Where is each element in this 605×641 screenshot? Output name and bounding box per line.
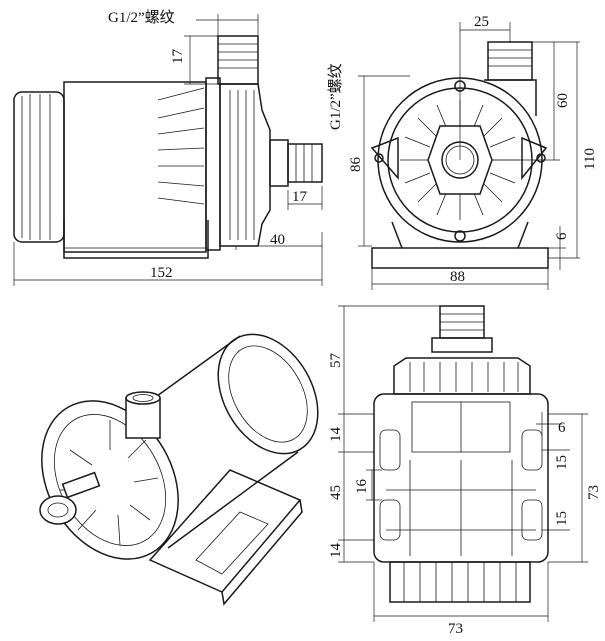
label-17-outlet: 17 (292, 189, 308, 205)
label-73-right: 73 (586, 485, 602, 500)
label-15-bottom: 15 (554, 511, 570, 526)
label-14-top: 14 (328, 427, 344, 443)
label-110: 110 (582, 148, 598, 170)
label-86: 86 (348, 157, 364, 173)
label-88: 88 (450, 269, 465, 285)
label-57: 57 (328, 353, 344, 369)
label-152: 152 (150, 265, 173, 281)
label-73-bottom: 73 (448, 621, 463, 637)
label-60: 60 (555, 93, 571, 108)
label-17-top: 17 (170, 49, 186, 65)
label-6-bottom: 6 (558, 420, 566, 436)
label-15-top: 15 (554, 455, 570, 470)
bottom-view (338, 305, 588, 622)
label-16: 16 (354, 479, 370, 495)
label-6-front: 6 (554, 232, 570, 240)
label-45: 45 (328, 485, 344, 500)
front-view (358, 22, 580, 290)
label-thread-vertical: G1/2”螺纹 (327, 63, 344, 130)
isometric-view (39, 333, 319, 606)
label-thread-side: G1/2”螺纹 (108, 9, 175, 26)
label-25: 25 (474, 14, 489, 30)
label-14-bottom: 14 (328, 543, 344, 559)
side-view (13, 14, 323, 286)
label-40: 40 (270, 232, 285, 248)
